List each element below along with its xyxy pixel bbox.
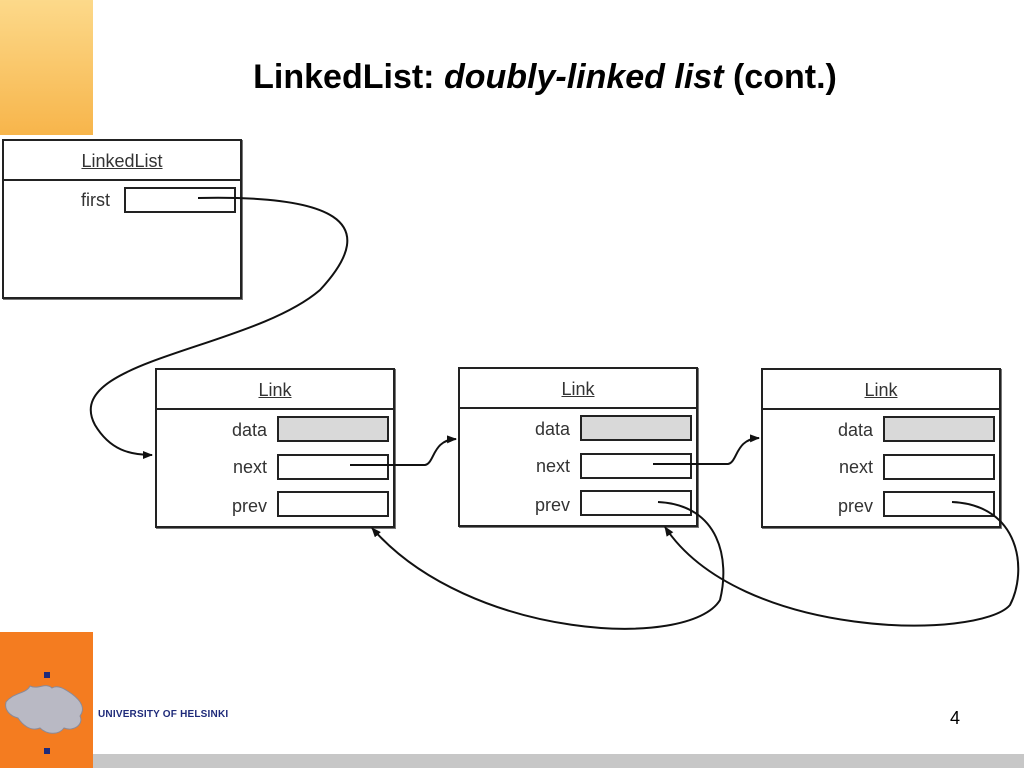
prev-label: prev [837,496,873,516]
prev-slot [277,491,389,517]
prev-label: prev [231,496,267,516]
footer-bar [0,754,1024,768]
title-suffix: (cont.) [723,58,837,96]
next-label: next [838,457,873,477]
university-logo-block [0,632,93,768]
data-slot [580,415,692,441]
next-pointer-arrow-1 [350,435,457,466]
first-label: first [81,190,110,210]
prev-pointer-arrow-2 [664,501,1020,627]
first-slot [124,187,236,213]
next-slot [277,454,389,480]
university-crest-icon [5,685,83,734]
next-pointer-arrow-2 [653,434,760,465]
first-pointer-arrow [90,196,349,459]
next-slot [580,453,692,479]
data-label: data [231,420,267,440]
next-label: next [535,456,570,476]
link-header: Link [763,370,999,410]
top-accent-bar [0,0,93,135]
next-label: next [232,457,267,477]
logo-dot-icon [44,748,50,754]
prev-pointer-arrow-1 [371,501,725,630]
link-header: Link [460,369,696,409]
link-box-3: Link data next prev [761,368,1001,528]
data-label: data [837,420,873,440]
logo-dot-icon [44,672,50,678]
link-box-1: Link data next prev [155,368,395,528]
prev-slot [883,491,995,517]
university-name: UNIVERSITY OF HELSINKI [98,709,229,720]
title-italic: doubly-linked list [443,58,724,96]
next-slot [883,454,995,480]
slide-title: LinkedList: doubly-linked list (cont.) [0,58,1024,97]
link-header: Link [157,370,393,410]
linkedlist-box: LinkedList first [2,139,242,299]
prev-label: prev [534,495,570,515]
link-box-2: Link data next prev [458,367,698,527]
title-prefix: LinkedList: [253,58,444,96]
linkedlist-header: LinkedList [4,141,240,181]
data-slot [277,416,389,442]
page-number: 4 [950,708,961,728]
data-label: data [534,419,570,439]
data-slot [883,416,995,442]
